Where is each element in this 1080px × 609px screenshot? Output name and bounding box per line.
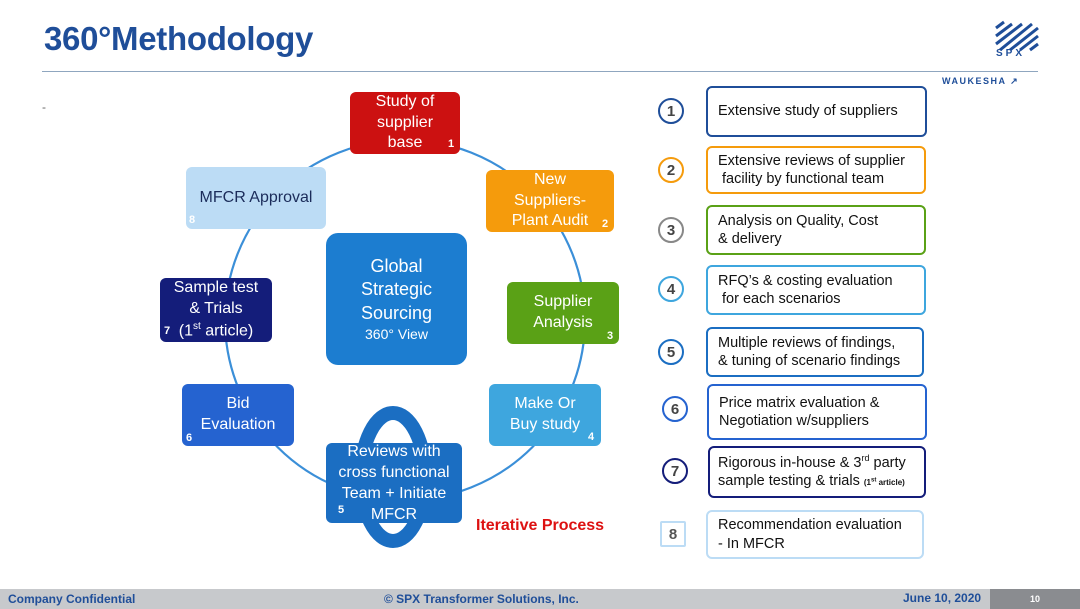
step-4-line-2: Buy study bbox=[509, 416, 581, 433]
step-4-line-1: Make Or bbox=[514, 395, 576, 413]
bullet-dash: - bbox=[42, 100, 46, 114]
step-3-number: 3 bbox=[607, 330, 614, 342]
cycle-step-8: MFCR Approval bbox=[186, 167, 326, 229]
detail-number-6: 6 bbox=[662, 396, 688, 422]
step-5-line-1: Reviews with bbox=[347, 442, 441, 460]
detail-box-8: Recommendation evaluation - In MFCR bbox=[706, 510, 924, 559]
step-2-line-3: Plant Audit bbox=[511, 212, 589, 230]
detail-3-line-1: Analysis on Quality, Cost bbox=[718, 212, 879, 229]
detail-1-text: Extensive study of suppliers bbox=[718, 103, 898, 120]
detail-7-line-2: sample testing & trials (1st article) bbox=[718, 473, 905, 490]
detail-4-line-2: for each scenarios bbox=[718, 291, 841, 307]
step-1-line-2: supplier bbox=[376, 113, 434, 131]
detail-6-line-1: Price matrix evaluation & bbox=[719, 394, 880, 411]
detail-box-7: Rigorous in-house & 3rd party sample tes… bbox=[708, 446, 926, 498]
step-4-number: 4 bbox=[588, 431, 595, 443]
step-6-number: 6 bbox=[186, 432, 193, 444]
spx-logo-icon bbox=[995, 20, 1039, 52]
detail-number-3: 3 bbox=[658, 217, 684, 243]
footer-bar bbox=[0, 589, 1080, 609]
step-6-line-1: Bid bbox=[226, 395, 250, 413]
detail-box-3: Analysis on Quality, Cost & delivery bbox=[706, 205, 926, 255]
step-3-line-1: Supplier bbox=[533, 293, 593, 311]
footer-copyright: © SPX Transformer Solutions, Inc. bbox=[384, 592, 579, 606]
step-1-line-3: base bbox=[387, 134, 423, 152]
detail-number-4: 4 bbox=[658, 276, 684, 302]
detail-7-line-1: Rigorous in-house & 3rd party bbox=[718, 453, 906, 472]
detail-box-2: Extensive reviews of supplier facility b… bbox=[706, 146, 926, 194]
footer-date: June 10, 2020 bbox=[903, 591, 982, 605]
cycle-step-3: Supplier Analysis bbox=[507, 282, 619, 344]
center-line-3: Sourcing bbox=[360, 302, 433, 323]
detail-5-line-1: Multiple reviews of findings, bbox=[718, 334, 896, 351]
step-7-line-3: (1st article) bbox=[178, 320, 254, 340]
step-7-line-1: Sample test bbox=[173, 279, 259, 297]
step-3-line-2: Analysis bbox=[533, 314, 593, 331]
step-5-line-2: cross functional bbox=[338, 463, 450, 481]
step-2-line-1: New bbox=[533, 170, 566, 188]
cycle-step-1: Study of supplier base bbox=[350, 92, 460, 154]
page-number: 10 bbox=[990, 589, 1080, 609]
step-8-number: 8 bbox=[189, 214, 196, 226]
detail-box-5: Multiple reviews of findings, & tuning o… bbox=[706, 327, 924, 377]
step-1-line-1: Study of bbox=[375, 92, 435, 110]
step-2-number: 2 bbox=[602, 218, 609, 230]
detail-8-line-1: Recommendation evaluation bbox=[718, 517, 902, 534]
center-line-1: Global bbox=[370, 255, 423, 276]
detail-number-5: 5 bbox=[658, 339, 684, 365]
footer-confidential: Company Confidential bbox=[8, 592, 136, 606]
detail-number-2: 2 bbox=[658, 157, 684, 183]
detail-box-4: RFQ’s & costing evaluation for each scen… bbox=[706, 265, 926, 315]
center-global-sourcing: Global Strategic Sourcing 360° View bbox=[326, 233, 467, 365]
center-line-2: Strategic bbox=[360, 279, 433, 300]
cycle-step-7: Sample test & Trials (1st article) bbox=[160, 278, 272, 342]
logo-wordmark: SPX bbox=[996, 48, 1026, 59]
cycle-step-2: New Suppliers- Plant Audit bbox=[486, 170, 614, 232]
step-7-line-2: & Trials bbox=[189, 299, 243, 317]
detail-8-line-2: - In MFCR bbox=[718, 535, 785, 552]
cycle-step-4: Make Or Buy study bbox=[489, 384, 601, 446]
logo-subbrand: WAUKESHA ↗ bbox=[942, 76, 1020, 86]
detail-5-line-2: & tuning of scenario findings bbox=[718, 353, 901, 369]
step-5-line-4: MFCR bbox=[370, 506, 418, 524]
detail-6-line-2: Negotiation w/suppliers bbox=[719, 413, 869, 429]
detail-3-line-2: & delivery bbox=[718, 231, 782, 247]
step-1-number: 1 bbox=[448, 138, 455, 150]
title-divider bbox=[42, 71, 1038, 72]
detail-number-8: 8 bbox=[660, 521, 686, 547]
detail-number-1: 1 bbox=[658, 98, 684, 124]
step-7-number: 7 bbox=[164, 325, 171, 337]
detail-2-line-1: Extensive reviews of supplier bbox=[718, 152, 905, 169]
step-8-line-1: MFCR Approval bbox=[199, 188, 313, 206]
step-5-line-3: Team + Initiate bbox=[341, 485, 447, 502]
center-line-4: 360° View bbox=[365, 325, 428, 342]
iterative-process-label: Iterative Process bbox=[476, 517, 605, 534]
detail-box-1: Extensive study of suppliers bbox=[706, 86, 927, 137]
step-6-line-2: Evaluation bbox=[200, 416, 276, 433]
detail-number-7: 7 bbox=[662, 458, 688, 484]
cycle-step-6: Bid Evaluation bbox=[182, 384, 294, 446]
page-title: 360°Methodology bbox=[44, 20, 314, 57]
detail-2-line-2: facility by functional team bbox=[718, 171, 885, 187]
detail-4-line-1: RFQ’s & costing evaluation bbox=[718, 272, 893, 289]
detail-box-6: Price matrix evaluation & Negotiation w/… bbox=[707, 384, 927, 440]
cycle-step-5: Reviews with cross functional Team + Ini… bbox=[326, 443, 462, 523]
step-2-line-2: Suppliers- bbox=[513, 191, 587, 209]
step-5-number: 5 bbox=[338, 504, 345, 516]
